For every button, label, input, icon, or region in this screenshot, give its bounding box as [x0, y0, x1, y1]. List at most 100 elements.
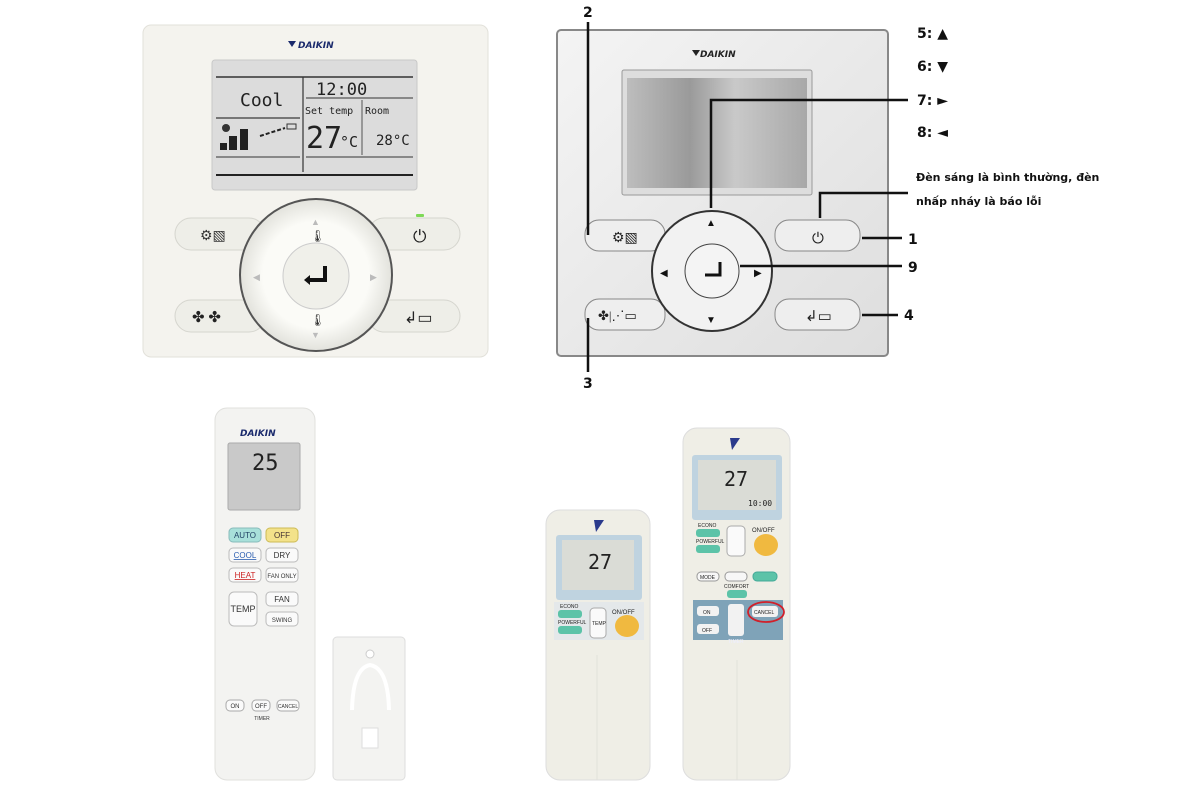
auto-button[interactable]: [228, 527, 262, 543]
up-arrow-icon: ▲: [311, 217, 320, 227]
onoff-label: ON/OFF: [752, 528, 775, 534]
enter-button[interactable]: [282, 242, 350, 310]
power-button[interactable]: ⏻: [774, 219, 861, 252]
onoff-button[interactable]: [754, 534, 778, 556]
onoff-button[interactable]: [615, 615, 639, 637]
cancel-highlight-circle: [747, 601, 785, 623]
cool-label: COOL: [234, 551, 257, 560]
timer-rocker[interactable]: [728, 604, 744, 636]
comfort-label: COMFORT: [724, 584, 749, 590]
timer-off-label: OFF: [702, 628, 712, 634]
power-led: [416, 214, 424, 217]
daikin-logo: [730, 438, 740, 450]
up-arrow-icon: ▲: [706, 218, 716, 229]
mode-button[interactable]: ⚙▧: [584, 219, 666, 252]
fan-button[interactable]: [265, 591, 299, 607]
right-arrow-icon: ▶: [754, 268, 762, 279]
powerful-label: POWERFUL: [696, 539, 725, 545]
cancel-button[interactable]: [752, 606, 778, 617]
callout-8: 8: ◄: [917, 125, 948, 141]
powerful-button[interactable]: [558, 626, 582, 634]
callout-6: 6: ▼: [917, 59, 948, 75]
daikin-logo: DAIKIN: [692, 50, 736, 60]
comfort-button[interactable]: [727, 590, 747, 598]
power-icon: ⏻: [413, 227, 427, 246]
timer-cancel-button[interactable]: [276, 699, 300, 712]
fan-only-button[interactable]: [265, 567, 299, 583]
timer-on-button[interactable]: [697, 606, 719, 616]
callout-2: 2: [583, 5, 593, 21]
fan-label: FAN: [274, 595, 290, 604]
remote-temp: 27: [724, 467, 748, 491]
mode-text: Cool: [240, 90, 283, 111]
heat-button[interactable]: [228, 567, 262, 583]
swing-label: SWING: [272, 618, 293, 624]
remote-temp: 27: [588, 550, 612, 574]
timer-label: TIMER: [728, 639, 744, 645]
cool-button[interactable]: [228, 547, 262, 563]
led-note-line1: Đèn sáng là bình thường, đèn: [916, 171, 1099, 184]
callout-lines: [586, 22, 908, 372]
navigation-ring[interactable]: ▲ ▼ ◀ ▶: [651, 210, 773, 332]
temp-label: TEMP: [230, 604, 255, 614]
mode-label: MODE: [700, 575, 716, 581]
cancel-label: CANCEL: [754, 610, 775, 616]
dry-button[interactable]: [265, 547, 299, 563]
timer-on-button[interactable]: [225, 699, 245, 712]
fan-icon: ✤ ✤: [192, 310, 221, 326]
fan-button[interactable]: [724, 571, 748, 582]
timer-off-button[interactable]: [697, 624, 719, 634]
menu-button[interactable]: ↲▭: [774, 298, 861, 331]
temp-rocker[interactable]: [228, 591, 258, 627]
wired-controller: DAIKIN Cool 12:00 Set temp Room 27 °C 28…: [142, 24, 489, 358]
temp-label: TEMP: [592, 621, 607, 627]
powerful-button[interactable]: [696, 545, 720, 553]
svg-text:⚙▧: ⚙▧: [612, 231, 638, 246]
mode-button[interactable]: [696, 571, 720, 582]
econo-button[interactable]: [558, 610, 582, 618]
timer-cancel-label: CANCEL: [278, 704, 299, 710]
led-note-line2: nhấp nháy là báo lỗi: [916, 195, 1041, 208]
callout-4: 4: [904, 308, 914, 324]
auto-label: AUTO: [234, 531, 256, 540]
heat-label: HEAT: [235, 571, 256, 580]
remote-temp: 25: [252, 451, 279, 476]
svg-text:↲▭: ↲▭: [805, 309, 832, 325]
temp-rocker[interactable]: [589, 607, 607, 639]
lcd-screen: Cool 12:00 Set temp Room 27 °C 28°C: [211, 59, 418, 191]
clock-text: 12:00: [316, 80, 367, 100]
timer-on-label: ON: [703, 610, 711, 616]
off-button[interactable]: [265, 527, 299, 543]
fan-speed-icon: [220, 123, 297, 150]
power-button[interactable]: ⏻: [367, 214, 461, 251]
callout-9: 9: [908, 260, 918, 276]
arc-remote: DAIKIN 25 AUTO OFF COOL DRY HEAT FAN ONL…: [214, 407, 316, 781]
room-label: Room: [365, 106, 389, 117]
svg-text:DAIKIN: DAIKIN: [700, 50, 736, 60]
onoff-label: ON/OFF: [612, 610, 635, 616]
daikin-logo: DAIKIN: [288, 41, 334, 51]
large-remote: 27 10:00 ECONO POWERFUL ON/OFF MODE COMF…: [682, 427, 791, 781]
swing-button[interactable]: [752, 571, 778, 582]
daikin-logo: [594, 520, 604, 532]
set-temp-value: 27: [306, 121, 342, 156]
temp-down-icon: 🌡: [310, 313, 325, 327]
svg-text:✤|⋰▭: ✤|⋰▭: [598, 308, 637, 323]
econo-button[interactable]: [696, 529, 720, 537]
svg-text:DAIKIN: DAIKIN: [240, 429, 276, 439]
right-arrow-icon: ▶: [370, 272, 377, 282]
fan-button[interactable]: ✤|⋰▭: [584, 298, 666, 331]
left-arrow-icon: ◀: [253, 272, 260, 282]
fan-button[interactable]: ✤ ✤: [174, 299, 266, 333]
temp-rocker[interactable]: [726, 525, 746, 557]
swing-button[interactable]: [265, 611, 299, 627]
down-arrow-icon: ▼: [706, 315, 716, 326]
menu-button[interactable]: ↲▭: [367, 299, 461, 333]
fan-only-label: FAN ONLY: [267, 574, 296, 580]
mode-button[interactable]: ⚙▧: [174, 217, 266, 251]
timer-off-button[interactable]: [251, 699, 271, 712]
enter-icon: [304, 275, 310, 285]
menu-icon: ↲▭: [404, 310, 433, 327]
set-temp-label: Set temp: [305, 106, 353, 117]
svg-text:⏻: ⏻: [812, 231, 824, 247]
